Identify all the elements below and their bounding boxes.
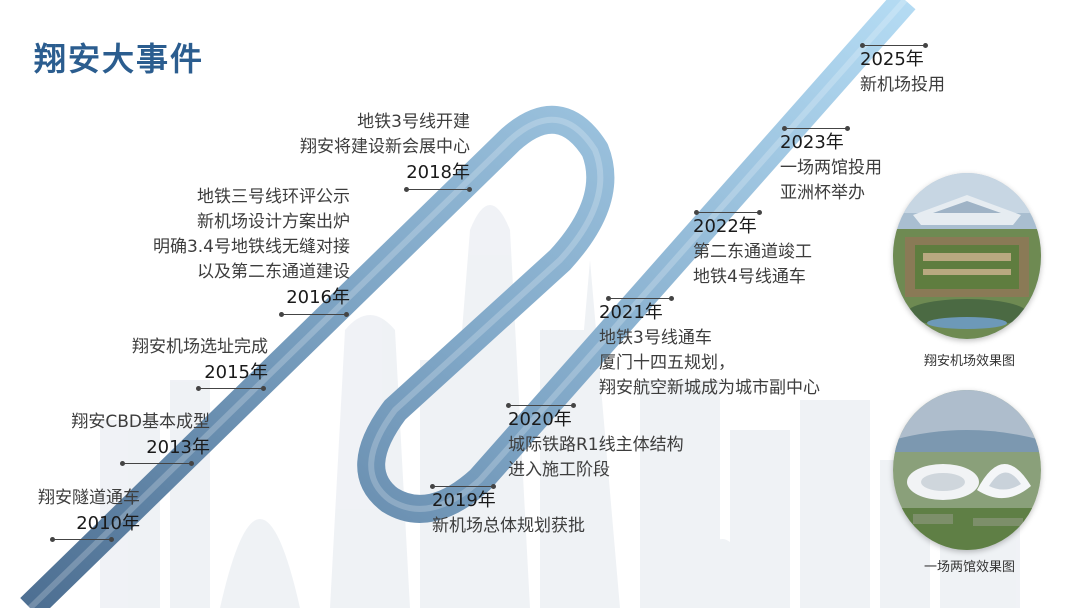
event-line: 新机场设计方案出炉 — [197, 212, 350, 232]
event-year: 2023年 — [780, 132, 844, 153]
event-line: 翔安将建设新会展中心 — [300, 137, 470, 157]
event-2025: 2025年 新机场投用 — [860, 47, 1000, 98]
event-2023: 2023年 一场两馆投用 亚洲杯举办 — [780, 130, 940, 206]
year-underline — [430, 484, 496, 489]
year-underline — [694, 210, 762, 215]
event-year: 2018年 — [406, 162, 470, 183]
event-line: 地铁3号线开建 — [357, 112, 470, 132]
airport-rendering-image — [893, 173, 1041, 339]
event-line: 以及第二东通道建设 — [197, 262, 350, 282]
page-title: 翔安大事件 — [34, 40, 205, 78]
year-underline — [782, 126, 850, 131]
event-year: 2010年 — [76, 513, 140, 534]
event-year: 2016年 — [286, 287, 350, 308]
year-underline — [279, 312, 349, 317]
timeline-band-path — [20, 0, 916, 608]
event-2019: 2019年 新机场总体规划获批 — [432, 488, 632, 539]
year-underline — [120, 461, 194, 466]
event-year: 2025年 — [860, 49, 924, 70]
event-2010: 翔安隧道通车 2010年 — [10, 486, 140, 537]
event-year: 2020年 — [508, 409, 572, 430]
event-line: 亚洲杯举办 — [780, 183, 865, 203]
event-year: 2022年 — [693, 216, 757, 237]
stadium-rendering-image — [893, 390, 1041, 550]
event-line: 翔安机场选址完成 — [132, 337, 268, 357]
event-line: 第二东通道竣工 — [693, 242, 812, 262]
event-2022: 2022年 第二东通道竣工 地铁4号线通车 — [693, 214, 893, 290]
event-2018: 地铁3号线开建 翔安将建设新会展中心 2018年 — [230, 110, 470, 186]
event-line: 翔安航空新城成为城市副中心 — [599, 378, 820, 398]
event-2013: 翔安CBD基本成型 2013年 — [20, 410, 210, 461]
event-line: 厦门十四五规划， — [599, 353, 735, 373]
event-2016: 地铁三号线环评公示 新机场设计方案出炉 明确3.4号地铁线无缝对接 以及第二东通… — [80, 185, 350, 311]
event-line: 翔安CBD基本成型 — [71, 412, 210, 432]
year-underline — [860, 43, 928, 48]
year-underline — [404, 187, 472, 192]
year-underline — [506, 403, 576, 408]
event-line: 进入施工阶段 — [508, 460, 610, 480]
year-underline — [50, 537, 114, 542]
event-year: 2021年 — [599, 302, 663, 323]
event-2021: 2021年 地铁3号线通车 厦门十四五规划， 翔安航空新城成为城市副中心 — [599, 300, 899, 401]
event-line: 新机场投用 — [860, 75, 945, 95]
event-line: 明确3.4号地铁线无缝对接 — [152, 237, 350, 257]
event-line: 城际铁路R1线主体结构 — [508, 435, 684, 455]
event-line: 地铁三号线环评公示 — [197, 187, 350, 207]
event-line: 地铁4号线通车 — [693, 267, 806, 287]
event-year: 2013年 — [146, 437, 210, 458]
event-line: 翔安隧道通车 — [38, 488, 140, 508]
event-line: 一场两馆投用 — [780, 158, 882, 178]
airport-rendering-caption: 翔安机场效果图 — [924, 354, 1016, 369]
event-year: 2015年 — [204, 362, 268, 383]
year-underline — [196, 386, 266, 391]
event-year: 2019年 — [432, 490, 496, 511]
event-2015: 翔安机场选址完成 2015年 — [90, 335, 268, 386]
stadium-rendering-caption: 一场两馆效果图 — [924, 560, 1016, 575]
event-line: 新机场总体规划获批 — [432, 516, 585, 536]
year-underline — [606, 296, 674, 301]
event-line: 地铁3号线通车 — [599, 328, 712, 348]
event-2020: 2020年 城际铁路R1线主体结构 进入施工阶段 — [508, 407, 738, 483]
